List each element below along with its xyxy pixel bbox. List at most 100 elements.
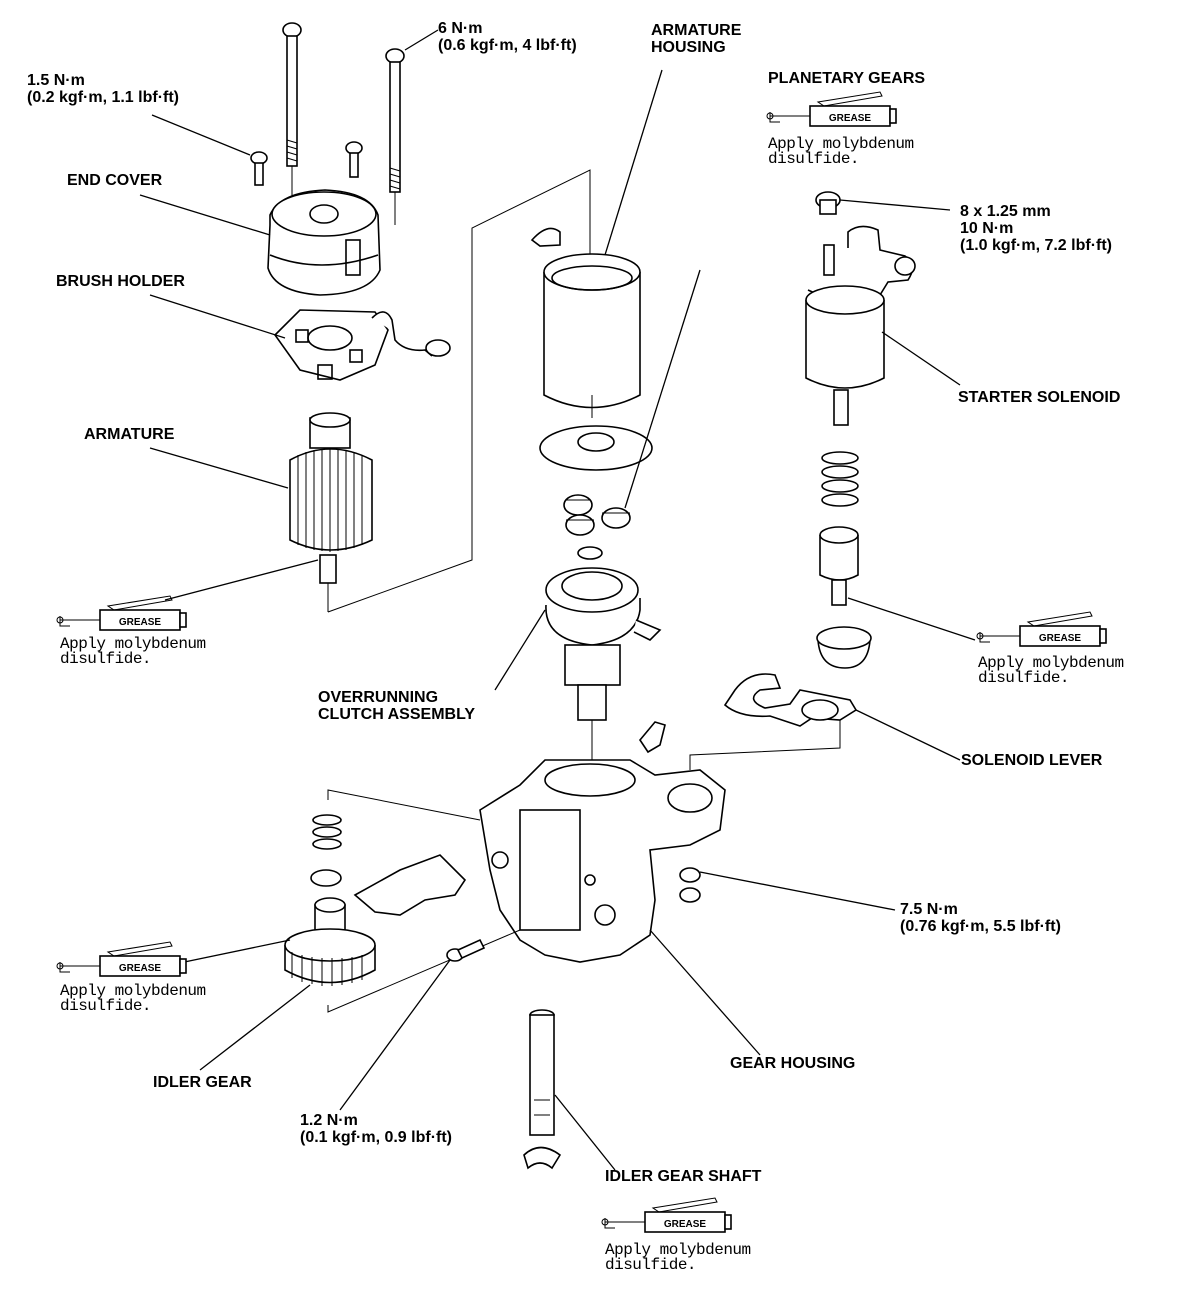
grease-icon: GREASE	[976, 611, 1107, 647]
idler-gear-shaft-label: IDLER GEAR SHAFT	[605, 1168, 762, 1185]
grease-note: Apply molybdenum disulfide.	[978, 654, 1124, 687]
armature-housing-line1: ARMATURE	[651, 22, 742, 39]
end-cover	[267, 189, 381, 296]
grease-tag: GREASE	[119, 963, 162, 974]
leader-6nm	[404, 29, 439, 51]
planetary-gears-label: PLANETARY GEARS	[768, 70, 926, 87]
solenoid-spring	[821, 451, 859, 507]
grease-note-line2: disulfide.	[605, 1256, 697, 1274]
grease-note-line2: disulfide.	[978, 669, 1070, 687]
grease-icon: GREASE	[601, 1197, 732, 1233]
leader-1-5nm	[151, 114, 251, 156]
torque-1-5nm-conversion: (0.2 kgf·m, 1.1 lbf·ft)	[27, 89, 180, 106]
leader-idler-shaft	[554, 1094, 616, 1171]
bolt-8x125-conversion: (1.0 kgf·m, 7.2 lbf·ft)	[960, 237, 1113, 254]
end-cover-screw-left	[250, 151, 268, 186]
idler-gear	[284, 897, 376, 986]
torque-1-2nm-value: 1.2 N·m	[300, 1112, 358, 1129]
torque-6nm-conversion: (0.6 kgf·m, 4 lbf·ft)	[438, 37, 577, 54]
leader-8x125	[839, 199, 951, 211]
grease-note-line1: Apply molybdenum	[60, 635, 206, 653]
leader-end-cover	[139, 194, 271, 236]
overrunning-clutch-assembly	[545, 567, 662, 770]
leader-overrunning-clutch	[494, 609, 546, 691]
torque-7-5nm-value: 7.5 N·m	[900, 901, 958, 918]
leader-armature	[149, 447, 289, 489]
armature-housing-line2: HOUSING	[651, 39, 726, 56]
solenoid-lever	[723, 673, 858, 727]
grease-note-line1: Apply molybdenum	[768, 135, 914, 153]
gear-housing-label: GEAR HOUSING	[730, 1055, 856, 1072]
armature-housing-label: ARMATURE HOUSING	[651, 22, 741, 56]
leader-gear-housing	[649, 929, 761, 1056]
torque-1-2nm-conversion: (0.1 kgf·m, 0.9 lbf·ft)	[300, 1129, 453, 1146]
armature-housing	[530, 227, 641, 418]
starter-solenoid-label: STARTER SOLENOID	[958, 389, 1121, 406]
leader-solenoid-grease	[847, 597, 976, 641]
bolt-8x125-label: 8 x 1.25 mm 10 N·m (1.0 kgf·m, 7.2 lbf·f…	[960, 203, 1112, 254]
leader-7-5nm	[699, 871, 896, 911]
leader-planetary-gears	[624, 269, 701, 509]
grease-note-line1: Apply molybdenum	[978, 654, 1124, 672]
idler-gear-shaft	[523, 1009, 562, 1170]
leader-starter-solenoid	[881, 331, 961, 386]
grease-tag: GREASE	[829, 113, 872, 124]
end-cover-label: END COVER	[67, 172, 163, 189]
through-bolt-right	[385, 48, 405, 193]
leader-idler-grease	[169, 939, 291, 966]
end-cover-screw-right	[345, 141, 363, 178]
torque-7-5nm-conversion: (0.76 kgf·m, 5.5 lbf·ft)	[900, 918, 1061, 935]
torque-6nm-value: 6 N·m	[438, 20, 483, 37]
leader-solenoid-lever	[855, 709, 961, 761]
brush-holder-label: BRUSH HOLDER	[56, 273, 185, 290]
solenoid-plunger	[819, 526, 859, 606]
torque-6nm-label: 6 N·m (0.6 kgf·m, 4 lbf·ft)	[438, 20, 577, 54]
bolt-8x125-torque: 10 N·m	[960, 220, 1014, 237]
grease-note: Apply molybdenum disulfide.	[768, 135, 914, 168]
grease-tag: GREASE	[1039, 633, 1082, 644]
overrunning-clutch-label: OVERRUNNING CLUTCH ASSEMBLY	[318, 689, 475, 723]
leader-armature-housing	[604, 69, 663, 256]
grease-icon: GREASE	[766, 91, 897, 127]
grease-note-line1: Apply molybdenum	[60, 982, 206, 1000]
torque-1-5nm-label: 1.5 N·m (0.2 kgf·m, 1.1 lbf·ft)	[27, 72, 179, 106]
grease-note-line2: disulfide.	[60, 650, 152, 668]
grease-note-line2: disulfide.	[768, 150, 860, 168]
housing-nut	[679, 867, 701, 903]
grease-tag: GREASE	[664, 1219, 707, 1230]
washer	[577, 546, 603, 560]
planetary-gear-set	[563, 494, 631, 536]
idler-gear-label: IDLER GEAR	[153, 1074, 252, 1091]
brush-holder	[273, 309, 451, 381]
plunger-boot	[816, 626, 872, 669]
gear-housing	[479, 759, 726, 963]
torque-1-2nm-label: 1.2 N·m (0.1 kgf·m, 0.9 lbf·ft)	[300, 1112, 452, 1146]
bolt-8x125-size: 8 x 1.25 mm	[960, 203, 1051, 220]
torque-7-5nm-label: 7.5 N·m (0.76 kgf·m, 5.5 lbf·ft)	[900, 901, 1061, 935]
leader-armature-grease	[164, 559, 319, 601]
idler-cover-bolt	[446, 938, 486, 962]
grease-icon: GREASE	[56, 595, 187, 631]
idler-spring	[312, 814, 342, 850]
grease-note-line2: disulfide.	[60, 997, 152, 1015]
overrunning-line2: CLUTCH ASSEMBLY	[318, 706, 476, 723]
grease-icon: GREASE	[56, 941, 187, 977]
grease-tag: GREASE	[119, 617, 162, 628]
solenoid-nut	[815, 191, 841, 215]
grease-note-line1: Apply molybdenum	[605, 1241, 751, 1259]
armature-label: ARMATURE	[84, 426, 175, 443]
idler-retainer	[353, 854, 467, 916]
leader-brush-holder	[149, 294, 286, 339]
through-bolt-left	[282, 22, 302, 167]
starter-solenoid	[805, 225, 916, 426]
idler-washer	[310, 869, 342, 887]
thrust-plate	[539, 425, 653, 471]
leader-idler-gear	[199, 984, 311, 1071]
lever-pivot-piece	[639, 721, 666, 754]
leader-1-2nm	[339, 959, 451, 1111]
grease-note: Apply molybdenum disulfide.	[60, 982, 206, 1015]
armature	[289, 412, 373, 612]
grease-note: Apply molybdenum disulfide.	[605, 1241, 751, 1274]
